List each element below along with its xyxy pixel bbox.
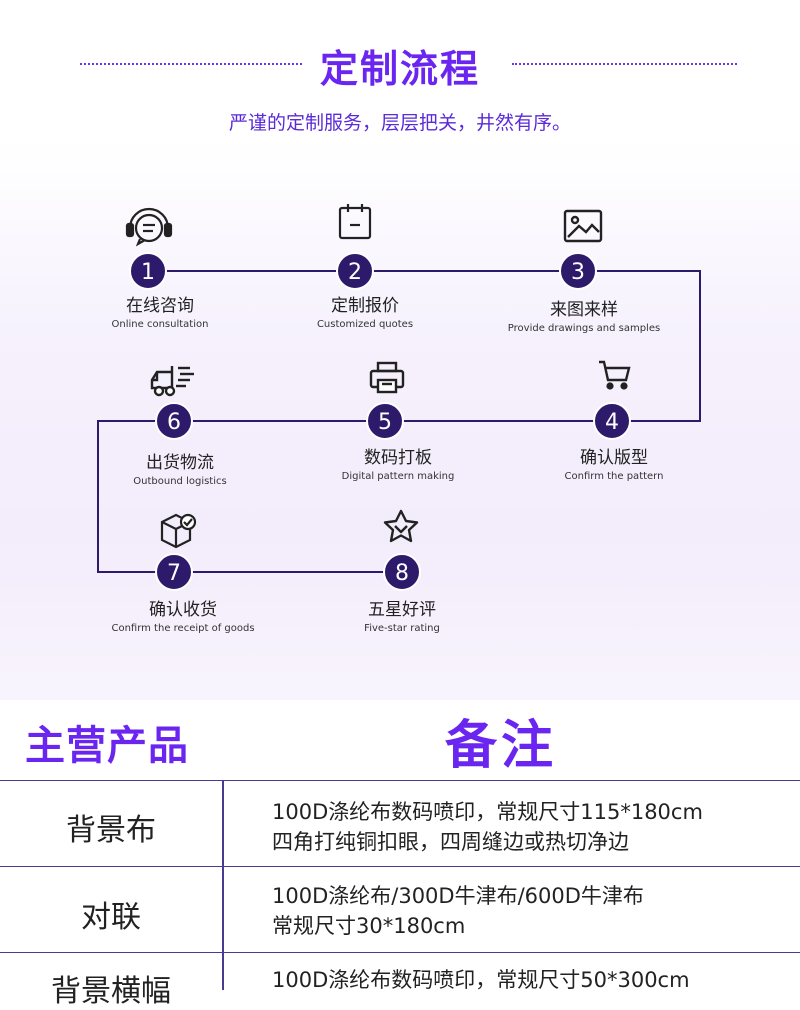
header-dotted-line-right xyxy=(512,63,737,65)
step-number-2: 2 xyxy=(348,260,362,285)
headset-chat-icon xyxy=(125,207,173,247)
image-icon xyxy=(563,209,603,243)
cart-icon xyxy=(599,360,631,390)
header-dotted-line-left xyxy=(80,63,302,65)
product-name-2: 对联 xyxy=(81,900,141,935)
truck-icon xyxy=(150,366,194,397)
star-icon xyxy=(383,509,419,543)
step-en-6: Outbound logistics xyxy=(133,476,227,487)
step-node-1 xyxy=(129,252,167,290)
step-number-7: 7 xyxy=(167,561,181,586)
products-section-title: 主营产品 xyxy=(25,723,189,769)
step-cn-4: 确认版型 xyxy=(580,448,648,468)
product-desc-3: 100D涤纶布数码喷印，常规尺寸50*300cm xyxy=(272,965,690,995)
step-cn-2: 定制报价 xyxy=(331,296,399,316)
product-name-3: 背景横幅 xyxy=(51,974,171,1009)
table-divider-top xyxy=(0,780,800,781)
product-name-1: 背景布 xyxy=(66,813,156,848)
step-label-7: 确认收货 Confirm the receipt of goods xyxy=(73,600,293,636)
printer-icon xyxy=(369,361,405,394)
step-en-4: Confirm the pattern xyxy=(564,471,664,482)
table-divider-row-2 xyxy=(0,952,800,953)
calendar-icon xyxy=(338,204,372,240)
step-en-7: Confirm the receipt of goods xyxy=(111,623,255,634)
step-label-6: 出货物流 Outbound logistics xyxy=(70,453,290,489)
step-node-4 xyxy=(593,402,631,440)
flow-diagram: 1 2 3 4 5 6 7 8 xyxy=(97,204,701,591)
box-check-icon xyxy=(160,513,197,549)
table-column-divider xyxy=(222,780,224,990)
page-subtitle: 严谨的定制服务，层层把关，井然有序。 xyxy=(228,112,571,134)
table-divider-row-1 xyxy=(0,866,800,867)
step-cn-6: 出货物流 xyxy=(146,453,214,473)
step-cn-5: 数码打板 xyxy=(364,448,432,468)
step-label-8: 五星好评 Five-star rating xyxy=(292,600,512,636)
step-en-3: Provide drawings and samples xyxy=(507,323,661,334)
step-label-5: 数码打板 Digital pattern making xyxy=(288,448,508,484)
page-title: 定制流程 xyxy=(319,47,480,91)
product-desc-2-line-1: 100D涤纶布/300D牛津布/600D牛津布 xyxy=(272,884,644,908)
step-node-8 xyxy=(383,553,421,591)
step-label-1: 在线咨询 Online consultation xyxy=(50,296,270,332)
product-desc-3-line-1: 100D涤纶布数码喷印，常规尺寸50*300cm xyxy=(272,968,690,992)
product-desc-1: 100D涤纶布数码喷印，常规尺寸115*180cm 四角打纯铜扣眼，四周缝边或热… xyxy=(272,797,703,857)
step-label-4: 确认版型 Confirm the pattern xyxy=(504,448,724,484)
step-node-6 xyxy=(155,402,193,440)
step-number-5: 5 xyxy=(378,410,392,435)
flow-nodes xyxy=(129,252,631,591)
step-node-3 xyxy=(559,252,597,290)
step-number-6: 6 xyxy=(167,410,181,435)
product-desc-2-line-2: 常规尺寸30*180cm xyxy=(272,914,466,938)
step-node-7 xyxy=(155,553,193,591)
step-en-5: Digital pattern making xyxy=(341,471,455,482)
step-number-1: 1 xyxy=(141,260,155,285)
product-desc-2: 100D涤纶布/300D牛津布/600D牛津布 常规尺寸30*180cm xyxy=(272,881,644,941)
step-cn-3: 来图来样 xyxy=(550,300,618,320)
step-number-4: 4 xyxy=(605,410,619,435)
product-desc-1-line-1: 100D涤纶布数码喷印，常规尺寸115*180cm xyxy=(272,800,703,824)
step-number-3: 3 xyxy=(571,260,585,285)
step-cn-8: 五星好评 xyxy=(368,600,436,620)
step-en-1: Online consultation xyxy=(111,319,209,330)
step-label-3: 来图来样 Provide drawings and samples xyxy=(474,300,694,336)
notes-section-title: 备注 xyxy=(445,716,558,776)
step-number-8: 8 xyxy=(395,561,409,586)
step-en-8: Five-star rating xyxy=(364,623,440,634)
step-node-2 xyxy=(336,252,374,290)
step-cn-7: 确认收货 xyxy=(149,600,217,620)
step-cn-1: 在线咨询 xyxy=(126,296,194,316)
step-node-5 xyxy=(366,402,404,440)
product-desc-1-line-2: 四角打纯铜扣眼，四周缝边或热切净边 xyxy=(272,830,629,854)
step-label-2: 定制报价 Customized quotes xyxy=(255,296,475,332)
step-en-2: Customized quotes xyxy=(316,319,414,330)
